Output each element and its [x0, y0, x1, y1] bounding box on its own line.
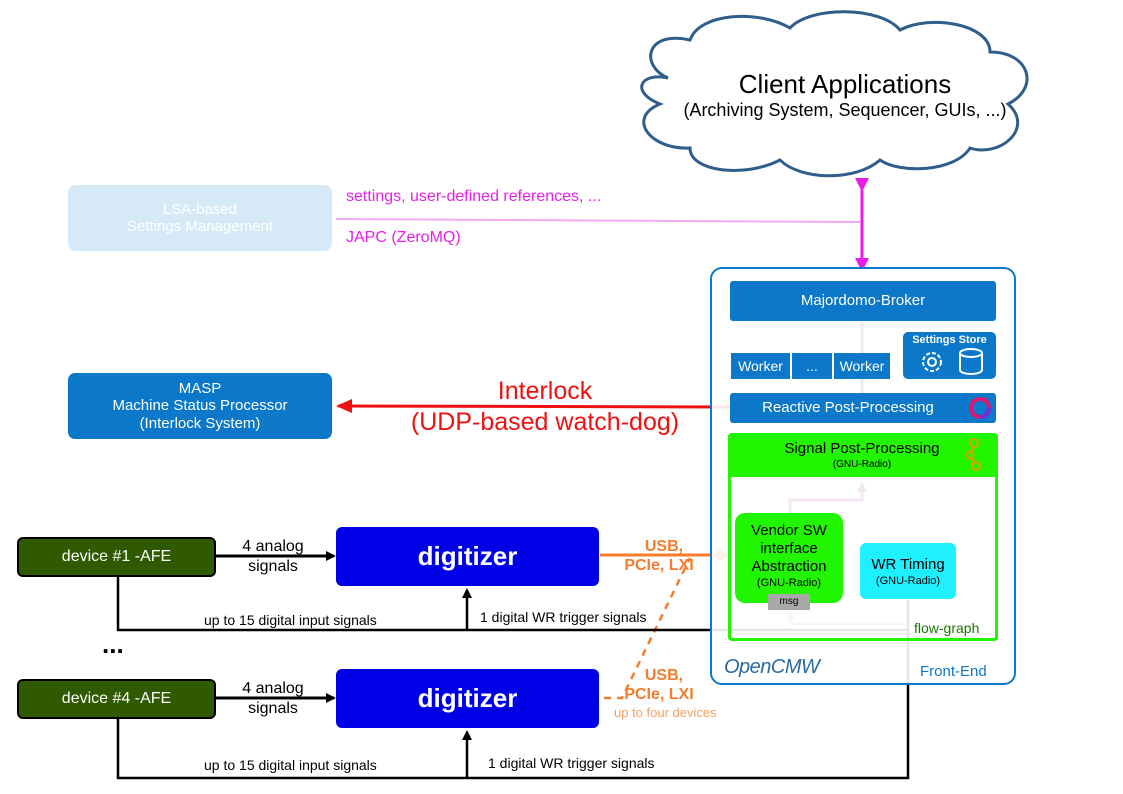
vendor-line1: Vendor SW [751, 522, 827, 539]
worker-label-1: Worker [738, 357, 783, 374]
digitizer-4-label: digitizer [417, 682, 518, 713]
vendor-sublabel: (GNU-Radio) [756, 577, 822, 589]
usb-label-1a: USB, [644, 538, 684, 555]
worker-label-2: Worker [839, 357, 885, 374]
msg-port[interactable]: msg [768, 594, 810, 610]
usb-label-1b: PCIe, LXI [624, 557, 694, 574]
usb-dashed-line [604, 557, 692, 700]
device-1-box[interactable]: device #1 -AFE [17, 537, 216, 577]
worker-box-2[interactable]: Worker [834, 353, 890, 379]
signal-pp-box[interactable]: Signal Post-Processing (GNU-Radio) [728, 433, 998, 477]
vendor-line2: interface [760, 540, 818, 557]
masp-line3: (Interlock System) [139, 414, 261, 432]
wr-trigger-label-4: 1 digital WR trigger signals [488, 755, 655, 771]
frontend-label: Front-End [920, 663, 987, 680]
broker-box[interactable]: Majordomo-Broker [730, 281, 996, 321]
usb-label-4b: PCIe, LXI [624, 686, 694, 703]
worker-box-1[interactable]: Worker [731, 353, 790, 379]
lsa-line1: LSA-based [162, 200, 238, 218]
device-1-label: device #1 -AFE [61, 547, 172, 565]
msg-label: msg [779, 596, 799, 608]
lsa-line2: Settings Management [127, 218, 273, 235]
digital-line-4 [116, 630, 910, 780]
opencmw-logo: OpenCMW [724, 656, 820, 678]
worker-box-ellipsis[interactable]: ... [792, 353, 832, 379]
settings-store-box[interactable]: Settings Store [903, 332, 996, 379]
wr-sublabel: (GNU-Radio) [875, 575, 941, 587]
flowgraph-label: flow-graph [914, 620, 980, 636]
digital-inputs-label-4: up to 15 digital input signals [204, 757, 377, 773]
cloud-title: Client Applications [738, 69, 952, 99]
digitizer-4-box[interactable]: digitizer [336, 669, 599, 728]
wr-label: WR Timing [871, 556, 945, 573]
masp-box[interactable]: MASP Machine Status Processor (Interlock… [68, 373, 332, 439]
settings-line [335, 218, 861, 223]
signal-pp-sublabel: (GNU-Radio) [832, 459, 892, 470]
digitizer-1-label: digitizer [417, 540, 518, 571]
settings-store-label: Settings Store [912, 334, 987, 346]
lsa-box[interactable]: LSA-based Settings Management [68, 185, 332, 251]
wr-trigger-label-1: 1 digital WR trigger signals [480, 609, 647, 625]
analog-label-1b: signals [248, 558, 298, 575]
reactive-label: Reactive Post-Processing [762, 399, 934, 416]
ellipsis-label: ... [102, 629, 124, 659]
device-4-box[interactable]: device #4 -AFE [17, 679, 216, 719]
digitizer-1-box[interactable]: digitizer [336, 527, 599, 586]
cloud-subtitle: (Archiving System, Sequencer, GUIs, ...) [683, 100, 1007, 120]
interlock-arrow [336, 399, 731, 414]
masp-line2: Machine Status Processor [112, 397, 288, 415]
usb-label-4a: USB, [644, 667, 684, 684]
up-to-four-label: up to four devices [614, 705, 717, 720]
cloud-shape [640, 10, 1029, 178]
analog-label-1a: 4 analog [242, 538, 304, 555]
database-icon [959, 348, 983, 375]
analog-label-4b: signals [248, 700, 298, 717]
reactive-logo-icon [969, 397, 991, 419]
digital-inputs-label-1: up to 15 digital input signals [204, 612, 377, 628]
gnuradio-icon [965, 438, 981, 471]
signal-pp-label: Signal Post-Processing [784, 440, 940, 457]
masp-line1: MASP [178, 380, 222, 398]
interlock-label: Interlock [497, 377, 593, 405]
worker-label-ellipsis: ... [806, 357, 818, 374]
device-4-label: device #4 -AFE [61, 689, 172, 707]
reactive-box[interactable]: Reactive Post-Processing [730, 393, 996, 423]
settings-note: settings, user-defined references, ... [346, 188, 602, 205]
analog-label-4a: 4 analog [242, 680, 304, 697]
interlock-sublabel: (UDP-based watch-dog) [410, 408, 680, 436]
vendor-box[interactable]: Vendor SW interface Abstraction (GNU-Rad… [735, 513, 843, 603]
vendor-line3: Abstraction [751, 558, 827, 575]
broker-label: Majordomo-Broker [800, 292, 926, 310]
japc-note: JAPC (ZeroMQ) [346, 229, 461, 246]
wr-box[interactable]: WR Timing (GNU-Radio) [860, 543, 956, 599]
gear-icon [922, 352, 942, 372]
